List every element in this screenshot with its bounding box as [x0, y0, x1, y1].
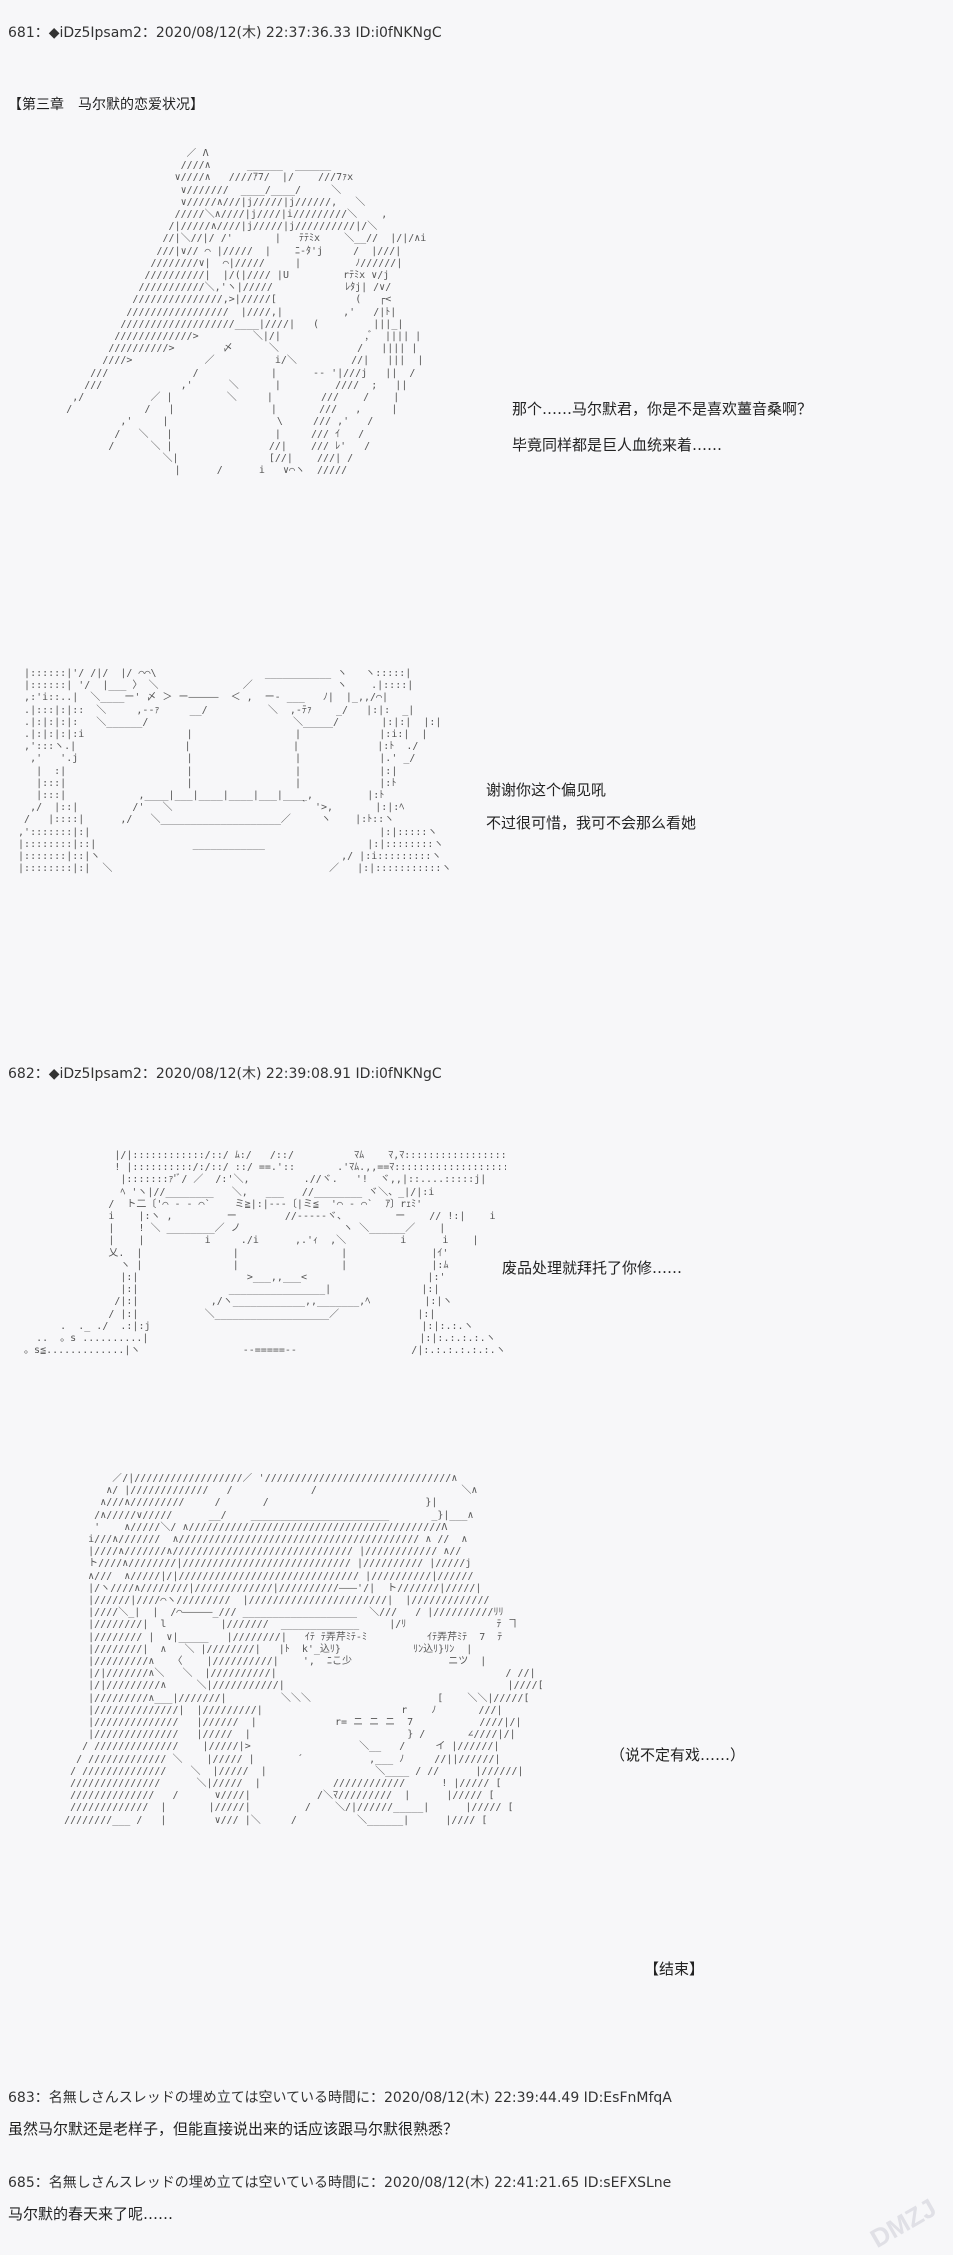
- ascii-art-character-portrait: ／ Λ ////∧ ______ ______ ∨////∧ ////ｱ7/ |…: [66, 148, 427, 477]
- post-header-681: 681：◆iDz5Ipsam2：2020/08/12(木) 22:37:36.3…: [8, 25, 442, 41]
- dialogue-line: 废品处理就拜托了你修……: [502, 1259, 683, 1277]
- post-body-683: 虽然马尔默还是老样子，但能直接说出来的话应该跟马尔默很熟悉？: [8, 2120, 459, 2138]
- dialogue-line: 毕竟同样都是巨人血统来着……: [512, 436, 723, 454]
- post-header-683: 683：名無しさんスレッドの埋め立ては空いている時間に：2020/08/12(木…: [8, 2090, 672, 2106]
- chapter-title: 【第三章 马尔默的恋爱状况】: [8, 97, 204, 113]
- post-body-685: 马尔默的春天来了呢……: [8, 2205, 174, 2223]
- post-header-682: 682：◆iDz5Ipsam2：2020/08/12(木) 22:39:08.9…: [8, 1066, 442, 1082]
- ascii-art-glasses-face-2: |/|::::::::::::/::/ ﾑ:/ /::/ ﾏﾑ ﾏ,ﾏ:::::…: [24, 1150, 506, 1357]
- dialogue-line: （说不定有戏……）: [610, 1746, 746, 1764]
- dialogue-line: 不过很可惜，我可不会那么看她: [486, 814, 697, 832]
- dialogue-line: 那个……马尔默君，你是不是喜欢薑音桑啊？: [512, 400, 813, 418]
- ascii-art-shadowed-face: ／/|//////////////////／ '////////////////…: [64, 1473, 544, 1826]
- post-header-685: 685：名無しさんスレッドの埋め立ては空いている時間に：2020/08/12(木…: [8, 2175, 672, 2191]
- dialogue-line: 谢谢你这个偏见吼: [486, 781, 607, 799]
- ascii-art-glasses-face: |::::::|'/ /|/ |/ ⌒⌒\ ___________ ヽ ヽ:::…: [18, 668, 452, 875]
- site-watermark: DMZJ: [865, 2192, 942, 2254]
- end-mark: 【结束】: [644, 1960, 705, 1978]
